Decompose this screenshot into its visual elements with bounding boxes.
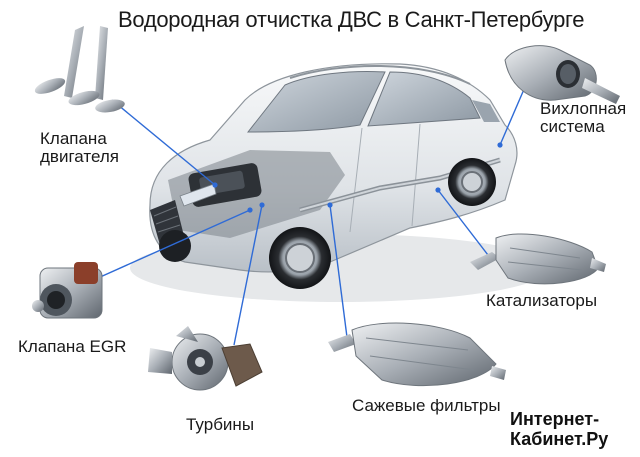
label-turbines: Турбины [186, 415, 255, 434]
turbine-icon [148, 326, 263, 391]
label-exhaust-system: Вихлопная система [540, 100, 626, 136]
egr-valve-icon [32, 262, 103, 319]
watermark: Интернет- Кабинет.Ру [510, 409, 640, 457]
callout-soot [329, 204, 349, 346]
callout-catalysts [437, 189, 489, 256]
catalyst-icon [470, 233, 606, 285]
callout-lines [97, 79, 529, 346]
callout-turbines [233, 204, 263, 346]
label-engine-valves-line1: Клапана [40, 129, 107, 148]
label-exhaust-line1: Вихлопная [540, 99, 627, 118]
label-soot-filters: Сажевые фильтры [352, 396, 501, 415]
soot-filter-icon [328, 322, 506, 387]
watermark-line1: Интернет- [510, 409, 600, 429]
label-engine-valves-line2: двигателя [40, 146, 119, 166]
watermark-line2: Кабинет.Ру [510, 429, 609, 449]
valves-icon [34, 26, 125, 113]
callout-egr [97, 209, 251, 279]
label-engine-valves: Клапана двигателя [40, 130, 119, 166]
exhaust-system-icon [504, 45, 620, 104]
label-catalysts: Катализаторы [486, 291, 598, 310]
label-exhaust-line2: система [540, 116, 605, 136]
page-title: Водородная отчистка ДВС в Санкт-Петербур… [118, 7, 585, 32]
car-icon [149, 63, 518, 289]
callout-valves [111, 99, 216, 186]
callout-dots [212, 142, 503, 213]
label-egr-valves: Клапана EGR [18, 337, 127, 356]
